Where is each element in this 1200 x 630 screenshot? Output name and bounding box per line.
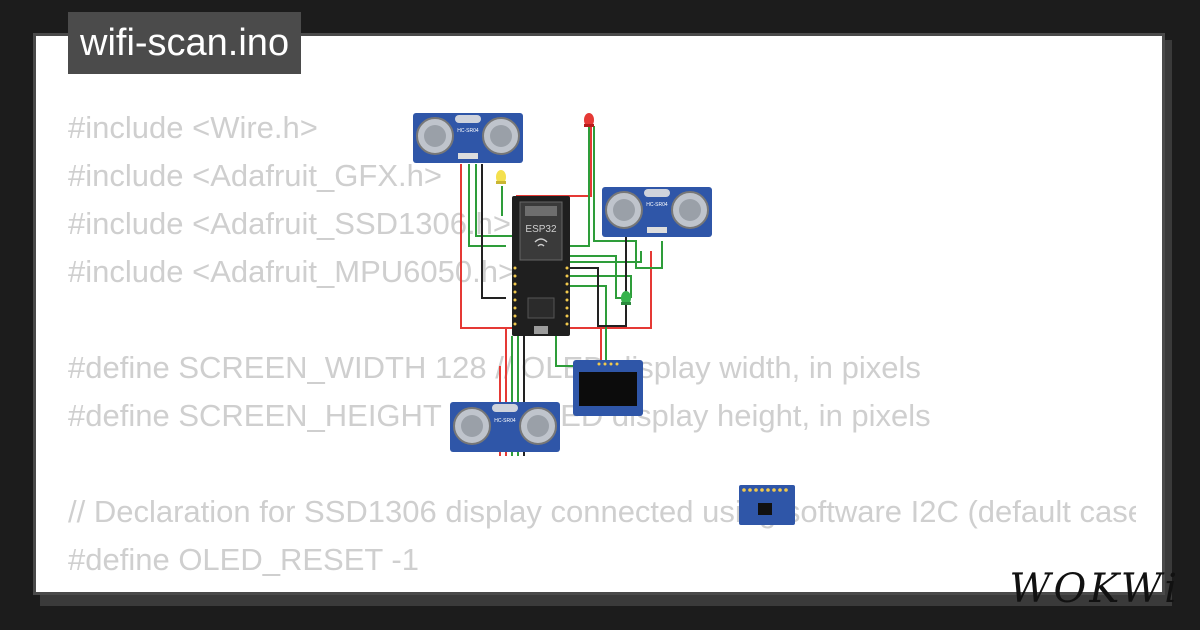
board-label: ESP32 — [525, 224, 557, 235]
code-editor[interactable]: #include <Wire.h> #include <Adafruit_GFX… — [68, 104, 1136, 592]
sensor-label: HC-SR04 — [494, 418, 516, 424]
oled-display[interactable] — [573, 360, 643, 416]
led-yellow[interactable] — [496, 170, 506, 184]
code-line: #include <Adafruit_SSD1306.h> — [68, 206, 511, 241]
code-line: #define OLED_RESET -1 — [68, 542, 419, 577]
code-line: #include <Wire.h> — [68, 110, 318, 145]
ultrasonic-sensor-right[interactable]: HC-SR04 — [602, 187, 712, 237]
code-line: #include <Adafruit_MPU6050.h> — [68, 254, 517, 289]
led-red[interactable] — [584, 113, 594, 127]
wokwi-logo: WOKWi — [1009, 566, 1180, 612]
led-green[interactable] — [621, 291, 631, 305]
sensor-label: HC-SR04 — [646, 202, 668, 208]
ultrasonic-sensor-bottom[interactable]: HC-SR04 — [450, 402, 560, 452]
esp32-board[interactable]: ESP32 — [512, 196, 570, 336]
code-line: #include <Adafruit_GFX.h> — [68, 158, 442, 193]
sensor-label: HC-SR04 — [457, 128, 479, 134]
code-line: Adafruit_SSD1306 display(SCREEN_WIDTH, S… — [68, 584, 1136, 592]
ultrasonic-sensor-top[interactable]: HC-SR04 — [413, 113, 523, 163]
code-line: // Declaration for SSD1306 display conne… — [68, 494, 1136, 529]
code-line: #define SCREEN_WIDTH 128 // OLED display… — [68, 350, 921, 385]
preview-card: #include <Wire.h> #include <Adafruit_GFX… — [33, 33, 1165, 595]
mpu6050-sensor[interactable] — [739, 485, 795, 525]
file-name-tab[interactable]: wifi-scan.ino — [68, 12, 302, 74]
circuit-diagram[interactable]: HC-SR04 HC-SR04 HC-SR04 — [36, 36, 1165, 595]
